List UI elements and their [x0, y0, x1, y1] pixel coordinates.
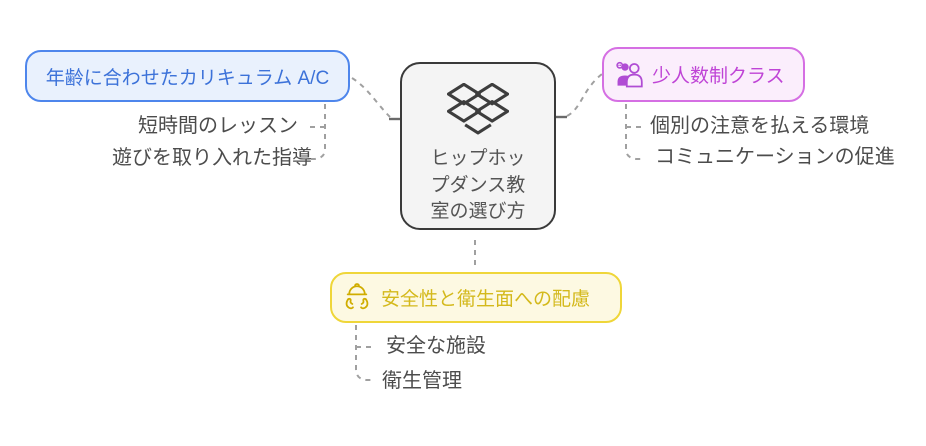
helmet-hands-icon	[341, 281, 373, 314]
center-title: ヒップホッ プダンス教 室の選び方	[430, 146, 525, 226]
link-blue-to-center	[351, 77, 391, 118]
branch-node-safety-hygiene[interactable]: 安全性と衛生面への配慮	[330, 272, 622, 323]
pink-subtree-line	[625, 104, 641, 160]
branch-label-safety-hygiene: 安全性と衛生面への配慮	[381, 289, 591, 310]
yellow-subtree-line	[355, 325, 374, 381]
blue-subtree-line	[311, 104, 326, 160]
child-item-safe-facility[interactable]: 安全な施設	[386, 335, 486, 357]
branch-label-small-class: 少人数制クラス	[652, 66, 785, 87]
branch-node-age-curriculum[interactable]: 年齢に合わせたカリキュラム A/C	[25, 50, 350, 102]
center-title-line: ヒップホッ	[430, 148, 526, 169]
child-item-play-based-teaching[interactable]: 遊びを取り入れた指導	[112, 147, 312, 169]
dropbox-logo-icon	[446, 82, 510, 142]
branch-node-small-class[interactable]: 少人数制クラス	[602, 47, 805, 102]
center-title-line: プダンス教	[430, 174, 526, 196]
child-item-short-lessons[interactable]: 短時間のレッスン	[138, 115, 298, 137]
people-group-icon	[614, 59, 644, 91]
branch-label-age-curriculum: 年齢に合わせたカリキュラム A/C	[45, 67, 330, 89]
link-center-to-pink	[566, 73, 603, 117]
child-item-individual-attention[interactable]: 個別の注意を払える環境	[650, 115, 870, 137]
child-item-communication[interactable]: コミュニケーションの促進	[655, 146, 895, 168]
center-node[interactable]: ヒップホッ プダンス教 室の選び方	[400, 62, 556, 230]
child-item-hygiene-management[interactable]: 衛生管理	[382, 370, 462, 392]
center-title-line: 室の選び方	[430, 201, 526, 222]
